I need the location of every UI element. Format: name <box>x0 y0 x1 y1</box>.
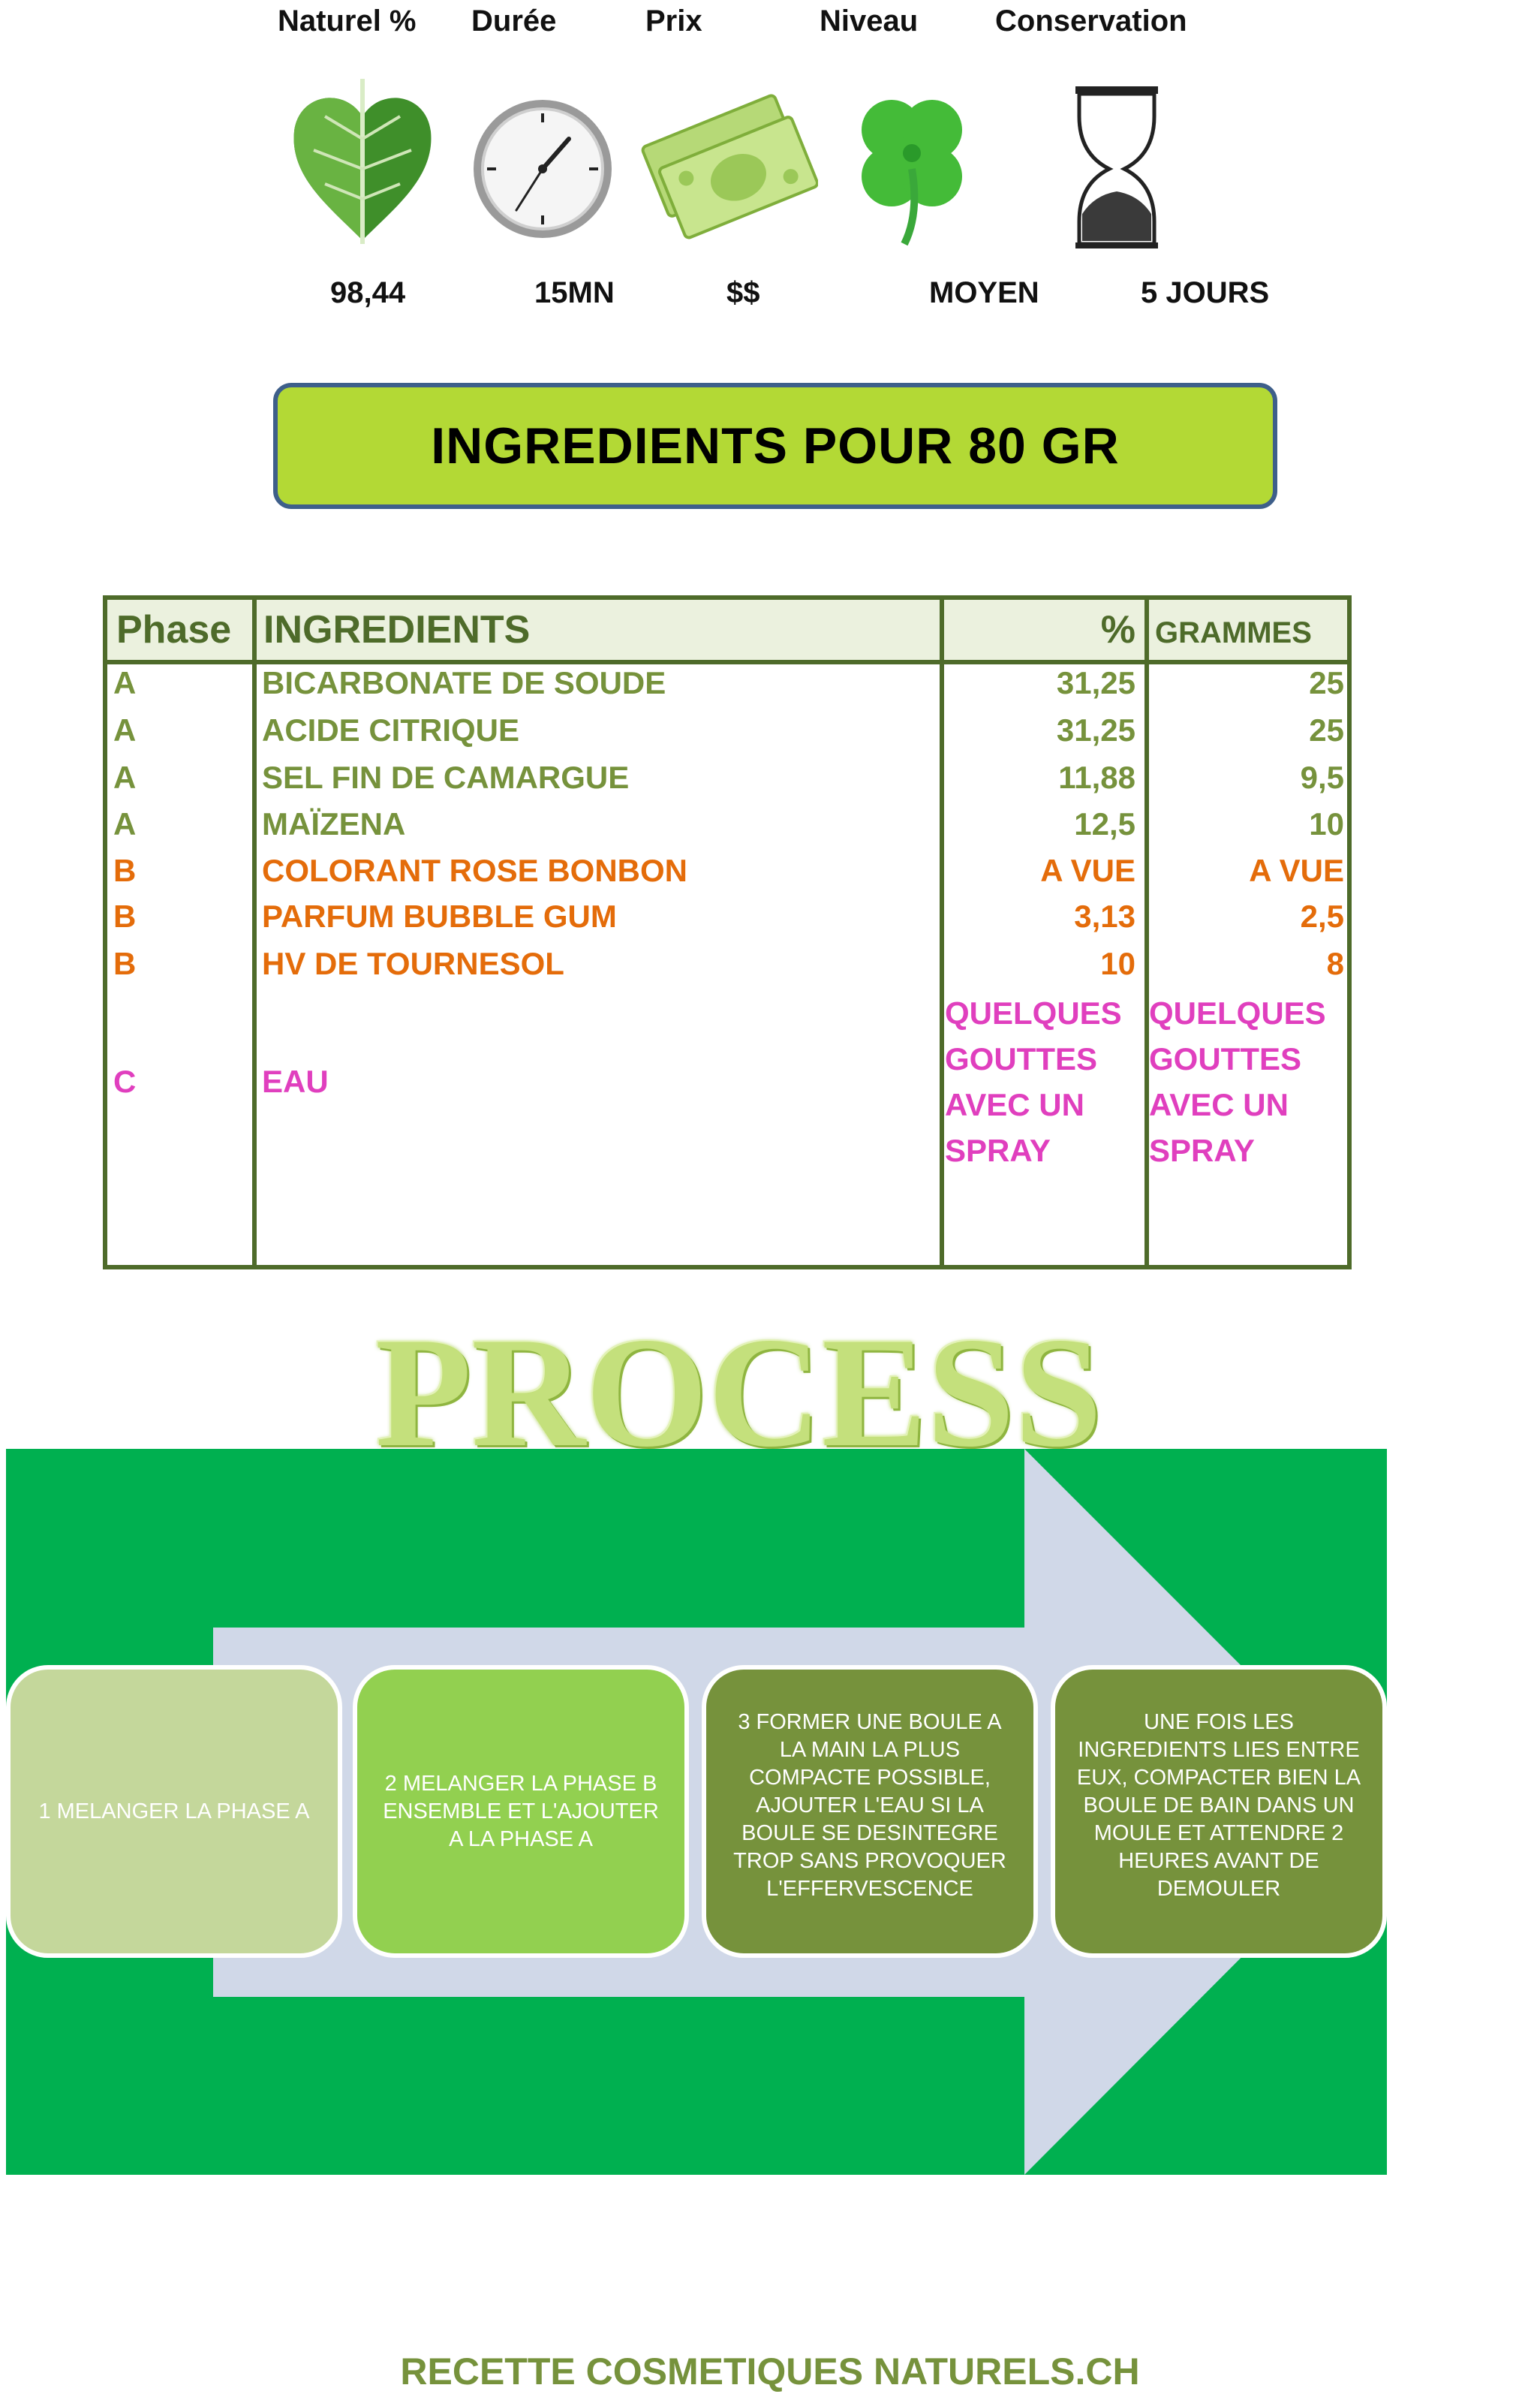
row-grams: 2,5 <box>1300 899 1344 934</box>
row-phase: B <box>113 899 137 934</box>
header-ingredients: INGREDIENTS <box>263 608 531 652</box>
row-percent: QUELQUES GOUTTES AVEC UN SPRAY <box>945 995 1122 1168</box>
row-ingredient: HV DE TOURNESOL <box>262 946 564 981</box>
row-ingredient: MAÏZENA <box>262 806 406 842</box>
process-step-text: 2 MELANGER LA PHASE B ENSEMBLE ET L'AJOU… <box>383 1771 659 1851</box>
row-phase: C <box>113 1064 137 1099</box>
label-naturel: Naturel % <box>278 5 417 38</box>
value-niveau: MOYEN <box>929 276 1039 309</box>
row-phase: A <box>113 760 137 795</box>
process-step-4: UNE FOIS LES INGREDIENTS LIES ENTRE EUX,… <box>1051 1665 1387 1958</box>
row-percent: 10 <box>1100 946 1135 981</box>
clover-icon <box>833 71 991 251</box>
row-grams: 10 <box>1309 806 1344 842</box>
row-ingredient: PARFUM BUBBLE GUM <box>262 899 617 934</box>
row-percent: 31,25 <box>1056 665 1135 700</box>
process-step-text: 1 MELANGER LA PHASE A <box>38 1799 310 1823</box>
row-phase: A <box>113 712 137 748</box>
row-ingredient: SEL FIN DE CAMARGUE <box>262 760 630 795</box>
banner-title: INGREDIENTS POUR 80 GR <box>431 417 1120 474</box>
hourglass-icon <box>1064 71 1177 251</box>
column-divider <box>252 600 257 1265</box>
ingredients-table: Phase INGREDIENTS % GRAMMES A BICARBONAT… <box>103 595 1352 1269</box>
process-title: PROCESS <box>375 1305 1102 1480</box>
row-grams: 9,5 <box>1300 760 1344 795</box>
value-prix: $$ <box>726 276 760 309</box>
process-step-3: 3 FORMER UNE BOULE A LA MAIN LA PLUS COM… <box>702 1665 1038 1958</box>
row-ingredient: BICARBONATE DE SOUDE <box>262 665 666 700</box>
money-icon <box>638 71 820 251</box>
process-step-1: 1 MELANGER LA PHASE A <box>6 1665 342 1958</box>
header-grams: GRAMMES <box>1155 616 1312 649</box>
label-prix: Prix <box>645 5 702 38</box>
process-step-2: 2 MELANGER LA PHASE B ENSEMBLE ET L'AJOU… <box>353 1665 689 1958</box>
leaf-icon <box>284 71 441 251</box>
row-ingredient: ACIDE CITRIQUE <box>262 712 520 748</box>
table-header-row <box>107 600 1347 664</box>
row-percent: 11,88 <box>1058 760 1135 795</box>
row-percent: 3,13 <box>1074 899 1135 934</box>
label-niveau: Niveau <box>820 5 919 38</box>
header-phase: Phase <box>116 608 232 652</box>
process-step-text: 3 FORMER UNE BOULE A LA MAIN LA PLUS COM… <box>733 1710 1006 1901</box>
row-ingredient: COLORANT ROSE BONBON <box>262 853 687 888</box>
row-phase: B <box>113 946 137 981</box>
row-grams: A VUE <box>1249 853 1344 888</box>
column-divider <box>1144 600 1149 1265</box>
value-duree: 15MN <box>534 276 615 309</box>
row-percent: 31,25 <box>1056 712 1135 748</box>
row-grams: QUELQUES GOUTTES AVEC UN SPRAY <box>1149 995 1326 1168</box>
row-grams: 8 <box>1326 946 1344 981</box>
row-grams: 25 <box>1309 712 1344 748</box>
row-ingredient: EAU <box>262 1064 329 1099</box>
row-phase: A <box>113 665 137 700</box>
row-phase: B <box>113 853 137 888</box>
label-conservation: Conservation <box>995 5 1187 38</box>
row-grams: 25 <box>1309 665 1344 700</box>
column-divider <box>940 600 944 1265</box>
footer-site-name: RECETTE COSMETIQUES NATURELS.CH <box>400 2350 1140 2392</box>
process-step-text: UNE FOIS LES INGREDIENTS LIES ENTRE EUX,… <box>1076 1710 1361 1901</box>
row-percent: 12,5 <box>1074 806 1135 842</box>
row-phase: A <box>113 806 137 842</box>
ingredients-banner: INGREDIENTS POUR 80 GR <box>273 383 1277 509</box>
value-conservation: 5 JOURS <box>1141 276 1270 309</box>
row-percent: A VUE <box>1040 853 1135 888</box>
header-percent: % <box>1100 608 1135 652</box>
value-naturel: 98,44 <box>330 276 406 309</box>
clock-icon <box>464 71 621 251</box>
label-duree: Durée <box>471 5 557 38</box>
